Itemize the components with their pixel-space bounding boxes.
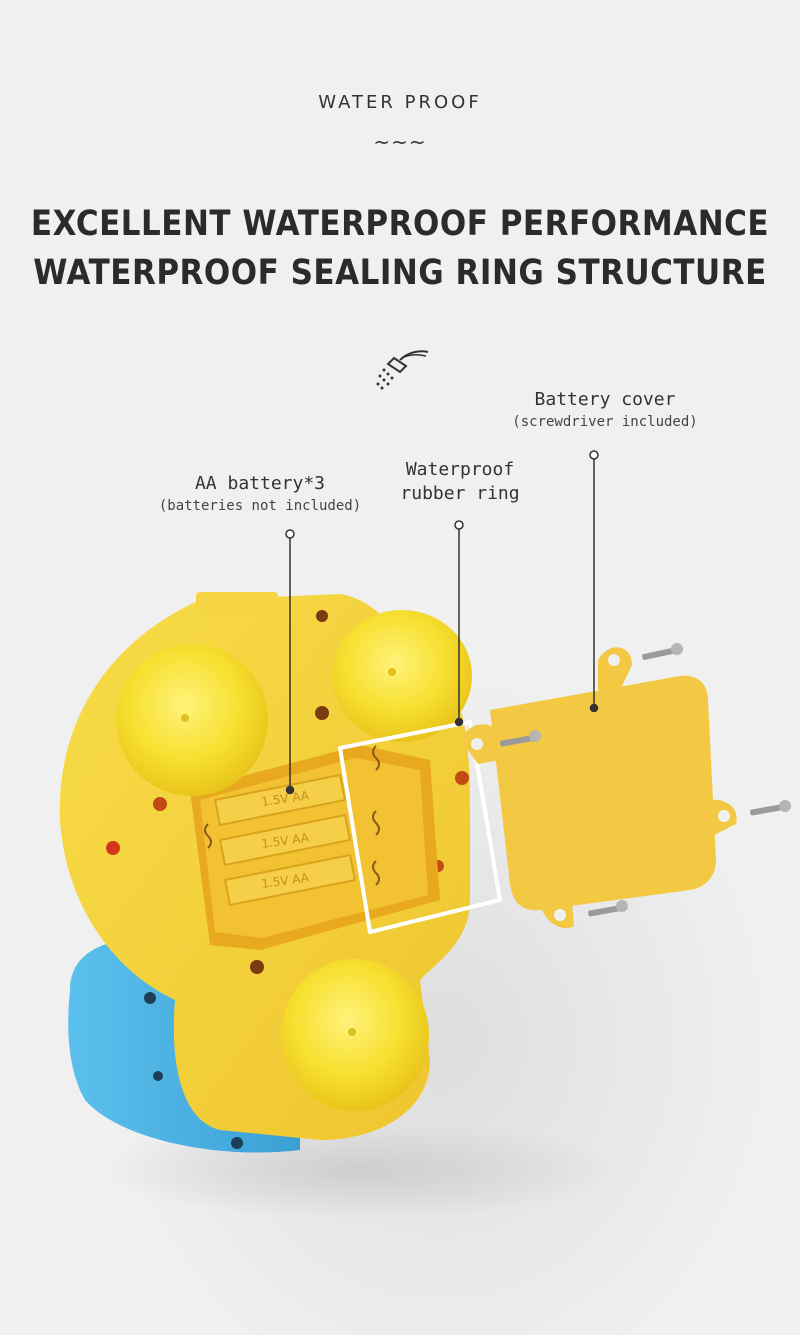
screw-3 bbox=[750, 800, 791, 816]
callout-ring: Waterproof rubber ring bbox=[380, 458, 540, 506]
callout-cover-note: (screwdriver included) bbox=[512, 414, 698, 430]
battery-label-1: 1.5V AA bbox=[260, 788, 310, 809]
battery-slot-1: 1.5V AA bbox=[213, 773, 347, 827]
leader-cover bbox=[589, 450, 599, 713]
waterproof-rubber-ring bbox=[338, 720, 502, 934]
suction-cup-top-left bbox=[116, 644, 268, 796]
callout-battery: AA battery*3 (batteries not included) bbox=[130, 472, 390, 516]
leader-battery bbox=[285, 529, 295, 795]
callout-cover-label: Battery cover bbox=[534, 389, 676, 410]
battery-slot-3: 1.5V AA bbox=[223, 853, 357, 907]
battery-label-3: 1.5V AA bbox=[260, 870, 310, 891]
callout-battery-note: (batteries not included) bbox=[158, 498, 362, 514]
suction-cup-top-right bbox=[332, 610, 472, 742]
battery-cover bbox=[462, 647, 737, 929]
screw-4 bbox=[588, 900, 628, 917]
shower-icon bbox=[376, 350, 429, 390]
battery-compartment: 1.5V AA 1.5V AA 1.5V AA bbox=[190, 745, 440, 950]
section-label: WATER PROOF bbox=[318, 92, 482, 113]
callout-ring-label-1: Waterproof bbox=[405, 459, 515, 480]
screw-1 bbox=[642, 643, 683, 660]
battery-slot-2: 1.5V AA bbox=[218, 813, 352, 867]
battery-label-2: 1.5V AA bbox=[260, 830, 310, 851]
callout-cover: Battery cover (screwdriver included) bbox=[480, 388, 730, 432]
suction-cup-bottom bbox=[281, 959, 429, 1111]
headline-line-1: EXCELLENT WATERPROOF PERFORMANCE bbox=[30, 203, 770, 245]
headline-line-2: WATERPROOF SEALING RING STRUCTURE bbox=[33, 252, 767, 294]
screw-2 bbox=[500, 730, 541, 747]
tilde-decoration: ~~~ bbox=[373, 130, 427, 154]
callout-battery-label: AA battery*3 bbox=[194, 473, 326, 494]
callout-ring-label-2: rubber ring bbox=[400, 483, 520, 504]
leader-ring bbox=[454, 520, 464, 727]
